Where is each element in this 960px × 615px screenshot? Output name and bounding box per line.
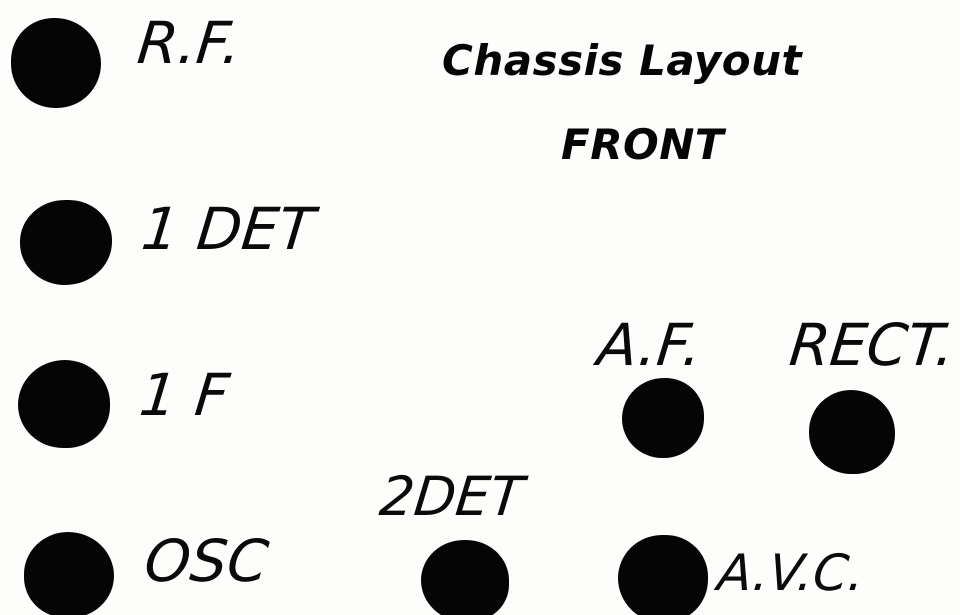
socket-hole-osc — [24, 532, 114, 615]
socket-label-if: 1 F — [136, 361, 233, 429]
socket-label-2det: 2DET — [376, 465, 527, 528]
socket-hole-2det — [421, 540, 509, 615]
socket-label-rf: R.F. — [134, 9, 245, 77]
socket-hole-1det — [20, 200, 112, 285]
drawing-subtitle: FRONT — [561, 120, 725, 169]
socket-hole-if — [18, 360, 110, 448]
socket-hole-rect — [809, 390, 895, 474]
socket-hole-af — [622, 378, 704, 458]
drawing-title: Chassis Layout — [442, 36, 803, 85]
socket-hole-rf — [11, 18, 101, 108]
socket-label-avc: A.V.C. — [714, 544, 868, 602]
socket-hole-avc — [618, 535, 708, 615]
socket-label-rect: RECT. — [786, 311, 959, 379]
socket-label-osc: OSC — [141, 527, 272, 595]
socket-label-1det: 1 DET — [138, 195, 318, 263]
socket-label-af: A.F. — [594, 311, 706, 379]
